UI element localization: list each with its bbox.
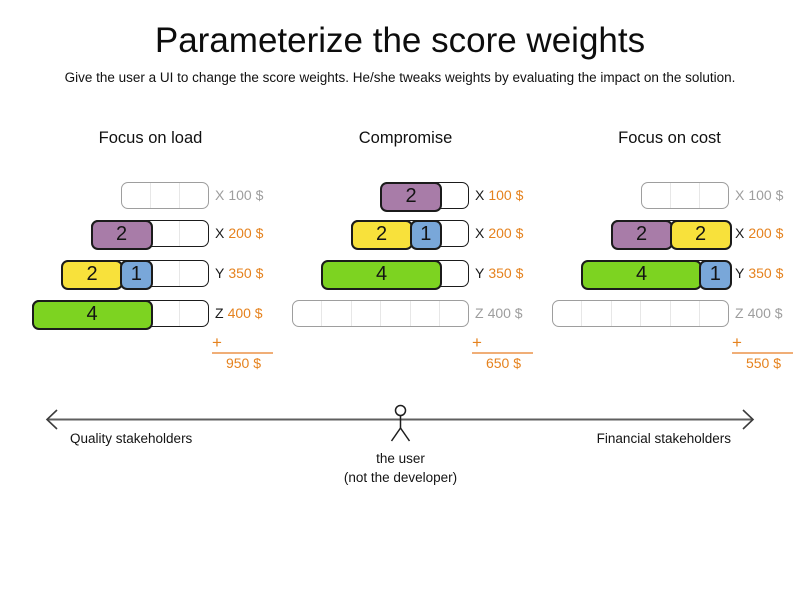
block-value: 4 <box>635 263 648 285</box>
block-green[interactable]: 4 <box>581 259 702 290</box>
weight-bar[interactable]: 4 1 <box>581 259 732 290</box>
page-subtitle: Give the user a UI to change the score w… <box>64 70 736 85</box>
user-caption-line2: (not the developer) <box>343 470 458 485</box>
block-yellow[interactable]: 2 <box>669 219 732 250</box>
sum-line <box>732 352 793 354</box>
scenario-header-compromise: Compromise <box>358 129 453 147</box>
plus-icon: + <box>472 333 482 352</box>
scenario-header-load: Focus on load <box>98 129 203 147</box>
weight-bar[interactable] <box>120 182 209 209</box>
user-stick-figure-icon <box>390 404 411 442</box>
block-value: 2 <box>694 223 707 245</box>
block-value: 2 <box>115 223 128 245</box>
block-yellow[interactable]: 2 <box>350 219 413 250</box>
block-value: 1 <box>420 223 432 245</box>
total-amount: 650 $ <box>485 355 522 371</box>
block-blue[interactable]: 1 <box>120 259 153 290</box>
sum-line <box>212 352 273 354</box>
user-caption-line1: the user <box>376 451 425 466</box>
weight-bar[interactable]: 2 <box>380 181 469 212</box>
block-value: 2 <box>86 263 98 285</box>
stakeholder-axis <box>45 404 755 442</box>
user-caption: the user (not the developer) <box>300 449 501 487</box>
block-value: 4 <box>375 263 388 285</box>
weight-bar[interactable] <box>292 300 469 327</box>
weight-bar[interactable]: 2 1 <box>61 259 209 290</box>
plus-icon: + <box>212 333 222 352</box>
weight-bar[interactable]: 4 <box>31 299 209 330</box>
block-value: 2 <box>635 223 648 245</box>
block-value: 2 <box>405 185 417 207</box>
block-yellow[interactable]: 2 <box>61 259 123 290</box>
block-value: 2 <box>375 223 388 245</box>
block-blue[interactable]: 1 <box>409 219 442 250</box>
block-purple[interactable]: 2 <box>380 181 442 212</box>
block-purple[interactable]: 2 <box>90 219 153 250</box>
block-green[interactable]: 4 <box>31 299 153 330</box>
page-title: Parameterize the score weights <box>154 21 646 60</box>
weight-bar[interactable] <box>552 300 729 327</box>
plus-icon: + <box>732 333 742 352</box>
total-amount: 950 $ <box>225 355 262 371</box>
weight-bar[interactable] <box>640 182 729 209</box>
block-value: 1 <box>130 263 142 285</box>
arrow-left-icon <box>45 409 58 430</box>
block-value: 4 <box>86 303 98 325</box>
arrow-right-icon <box>742 409 755 430</box>
block-blue[interactable]: 1 <box>699 259 732 290</box>
weight-bar[interactable]: 2 2 <box>610 219 732 250</box>
axis-label-quality: Quality stakeholders <box>70 431 193 446</box>
weight-bar[interactable]: 4 <box>321 259 469 290</box>
block-green[interactable]: 4 <box>321 259 442 290</box>
total-amount: 550 $ <box>745 355 782 371</box>
weight-bar[interactable]: 2 <box>90 219 209 250</box>
scenario-header-cost: Focus on cost <box>618 129 721 147</box>
block-purple[interactable]: 2 <box>610 219 673 250</box>
axis-label-financial: Financial stakeholders <box>596 431 731 446</box>
weight-bar[interactable]: 2 1 <box>350 219 469 250</box>
sum-line <box>472 352 533 354</box>
block-value: 1 <box>709 263 721 285</box>
